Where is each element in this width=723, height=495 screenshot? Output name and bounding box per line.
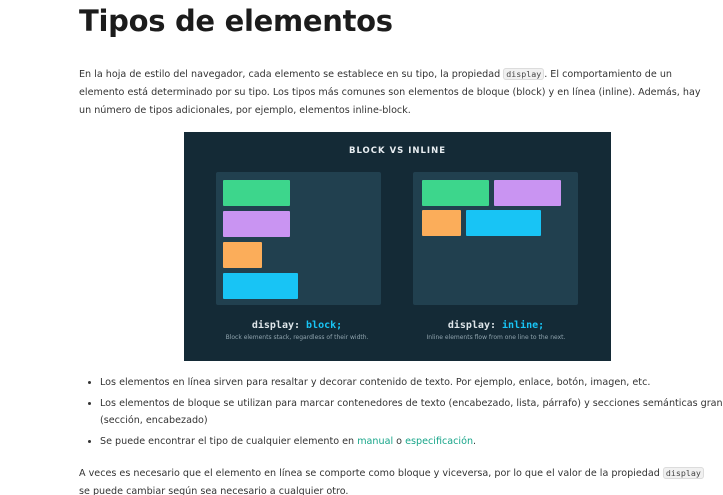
inline-box-green [422, 180, 489, 206]
intro-text-before: En la hoja de estilo del navegador, cada… [79, 69, 504, 80]
inline-caption-sub: Inline elements flow from one line to th… [426, 334, 566, 341]
block-box-orange [223, 242, 262, 268]
block-vs-inline-figure: BLOCK VS INLINE display: block; Block el… [184, 132, 611, 361]
item3-text-before: Se puede encontrar el tipo de cualquier … [100, 436, 358, 447]
manual-link[interactable]: manual [357, 436, 394, 447]
inline-panel [413, 172, 578, 305]
inline-box-orange [422, 210, 461, 236]
block-panel [216, 172, 381, 305]
list-item: Los elementos de bloque se utilizan para… [100, 395, 723, 429]
block-box-green [223, 180, 290, 206]
block-box-cyan [223, 273, 298, 299]
inline-box-cyan [466, 210, 541, 236]
closing-text-after: se puede cambiar según sea necesario a c… [79, 486, 349, 495]
inline-code-display-2: display [662, 467, 704, 479]
block-caption-prefix: display: [251, 320, 307, 331]
item3-text-middle: o [393, 436, 406, 447]
inline-caption: display: inline; [391, 320, 601, 331]
specification-link[interactable]: especificación [405, 436, 474, 447]
bullet-list: Los elementos en línea sirven para resal… [79, 374, 723, 454]
list-item: Los elementos en línea sirven para resal… [100, 374, 723, 391]
item3-text-after: . [473, 436, 477, 447]
intro-text-after: . El comportamiento de un elemento está … [79, 69, 701, 116]
inline-box-purple [494, 180, 561, 206]
block-caption-sub: Block elements stack, regardless of thei… [225, 334, 369, 341]
block-caption: display: block; [192, 320, 402, 331]
intro-paragraph: En la hoja de estilo del navegador, cada… [79, 65, 715, 120]
inline-caption-value: inline; [502, 320, 545, 331]
inline-code-display: display [503, 68, 545, 80]
closing-text-before: A veces es necesario que el elemento en … [79, 468, 663, 479]
list-item: Se puede encontrar el tipo de cualquier … [100, 433, 723, 450]
block-box-purple [223, 211, 290, 237]
closing-paragraph: A veces es necesario que el elemento en … [79, 464, 715, 495]
block-caption-value: block; [306, 320, 343, 331]
page-title: Tipos de elementos [79, 4, 393, 38]
figure-title: BLOCK VS INLINE [348, 146, 447, 156]
inline-caption-prefix: display: [447, 320, 503, 331]
